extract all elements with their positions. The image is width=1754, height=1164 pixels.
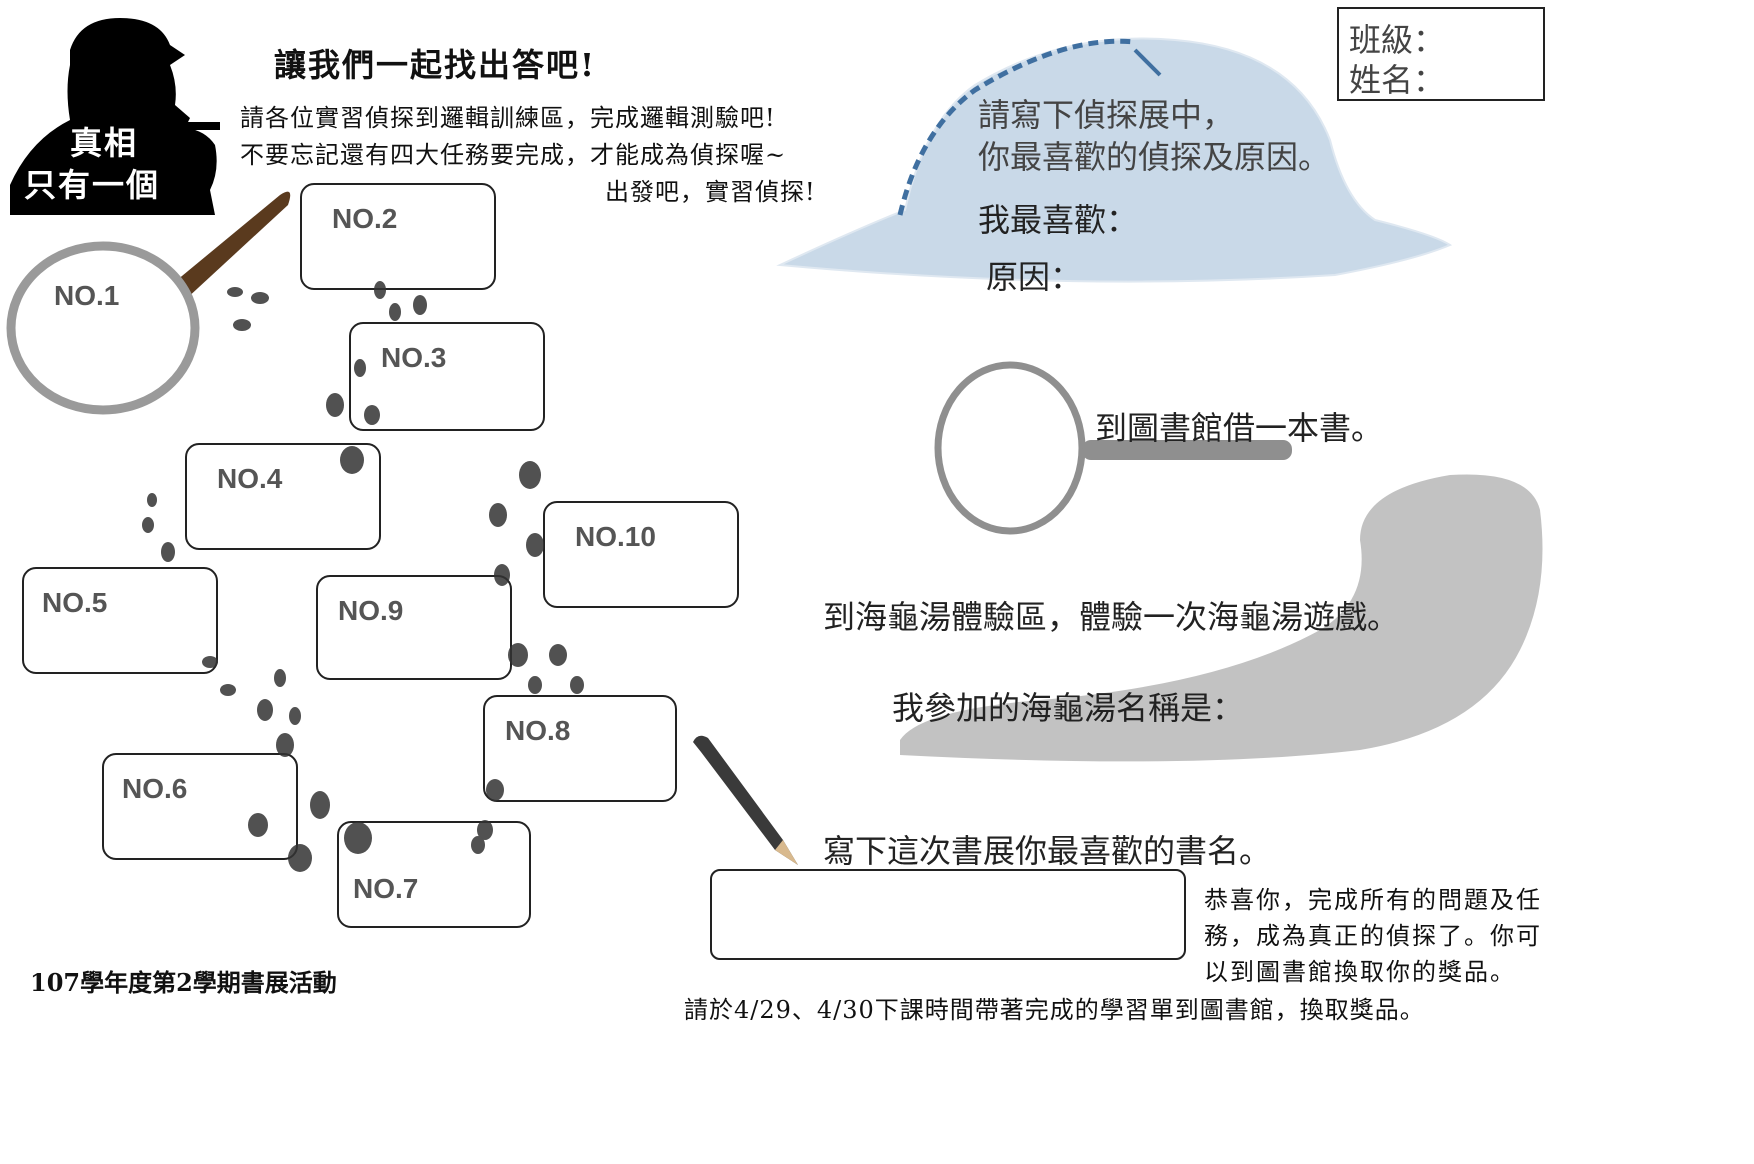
pipe-icon	[900, 474, 1543, 762]
favorite-book-answer-box[interactable]	[710, 869, 1186, 960]
detective-hat-icon	[776, 37, 1453, 283]
borrow-book-task: 到圖書館借一本書。	[1095, 409, 1384, 447]
intro-line-1: 請各位實習偵探到邏輯訓練區，完成邏輯測驗吧!	[240, 104, 776, 132]
intro-line-2: 不要忘記還有四大任務要完成，才能成為偵探喔~	[240, 141, 787, 169]
congrats-line3: 以到圖書館換取你的獎品。	[1204, 958, 1516, 986]
page-title: 讓我們一起找出答吧!	[274, 46, 597, 84]
pencil-icon	[693, 735, 798, 865]
answer-box-no2[interactable]: NO.2	[300, 183, 496, 290]
hat-question-line1: 請寫下偵探展中，	[978, 96, 1235, 134]
congrats-line1: 恭喜你，完成所有的問題及任	[1204, 886, 1542, 914]
box-label-no2: NO.2	[332, 203, 398, 234]
silhouette-text-line2: 只有一個	[24, 166, 161, 204]
redeem-note: 請於4/29、4/30下課時間帶著完成的學習單到圖書館，換取獎品。	[684, 996, 1425, 1024]
box-label-no6: NO.6	[122, 773, 188, 804]
magnifier-icon	[6, 191, 291, 415]
answer-circle-no1[interactable]: NO.1	[20, 250, 190, 410]
turtle-soup-name-label: 我參加的海龜湯名稱是：	[892, 689, 1245, 727]
hat-favorite-label: 我最喜歡：	[978, 201, 1139, 239]
box-label-no1: NO.1	[54, 280, 120, 311]
intro-line-3: 出發吧，實習偵探!	[605, 178, 816, 206]
box-label-no4: NO.4	[217, 463, 283, 494]
congrats-line2: 務，成為真正的偵探了。你可	[1204, 922, 1542, 950]
answer-box-no9[interactable]: NO.9	[316, 575, 512, 680]
hat-reason-label: 原因：	[986, 258, 1083, 296]
box-label-no9: NO.9	[338, 595, 404, 626]
answer-box-no6[interactable]: NO.6	[102, 753, 298, 860]
event-name: 107學年度第2學期書展活動	[30, 968, 337, 997]
box-label-no5: NO.5	[42, 587, 108, 618]
box-label-no7: NO.7	[353, 873, 419, 904]
student-info-box: 班級： 姓名：	[1337, 7, 1545, 101]
answer-box-no10[interactable]: NO.10	[543, 501, 739, 608]
magnifier-outline-icon	[934, 361, 1292, 535]
answer-box-no8[interactable]: NO.8	[483, 695, 677, 802]
box-label-no8: NO.8	[505, 715, 571, 746]
answer-box-no5[interactable]: NO.5	[22, 567, 218, 674]
hat-question-line2: 你最喜歡的偵探及原因。	[978, 138, 1331, 176]
name-label: 姓名：	[1349, 61, 1446, 99]
footprints-trail	[142, 281, 584, 872]
turtle-soup-task: 到海龜湯體驗區，體驗一次海龜湯遊戲。	[823, 598, 1400, 636]
answer-box-no3[interactable]: NO.3	[349, 322, 545, 431]
box-label-no10: NO.10	[575, 521, 656, 552]
detective-silhouette-icon	[10, 18, 220, 215]
silhouette-text-line1: 真相	[70, 124, 139, 162]
class-label: 班級：	[1349, 21, 1446, 59]
detective-silhouette: 真相 只有一個	[10, 10, 240, 215]
favorite-book-task: 寫下這次書展你最喜歡的書名。	[823, 832, 1272, 870]
box-label-no3: NO.3	[381, 342, 447, 373]
